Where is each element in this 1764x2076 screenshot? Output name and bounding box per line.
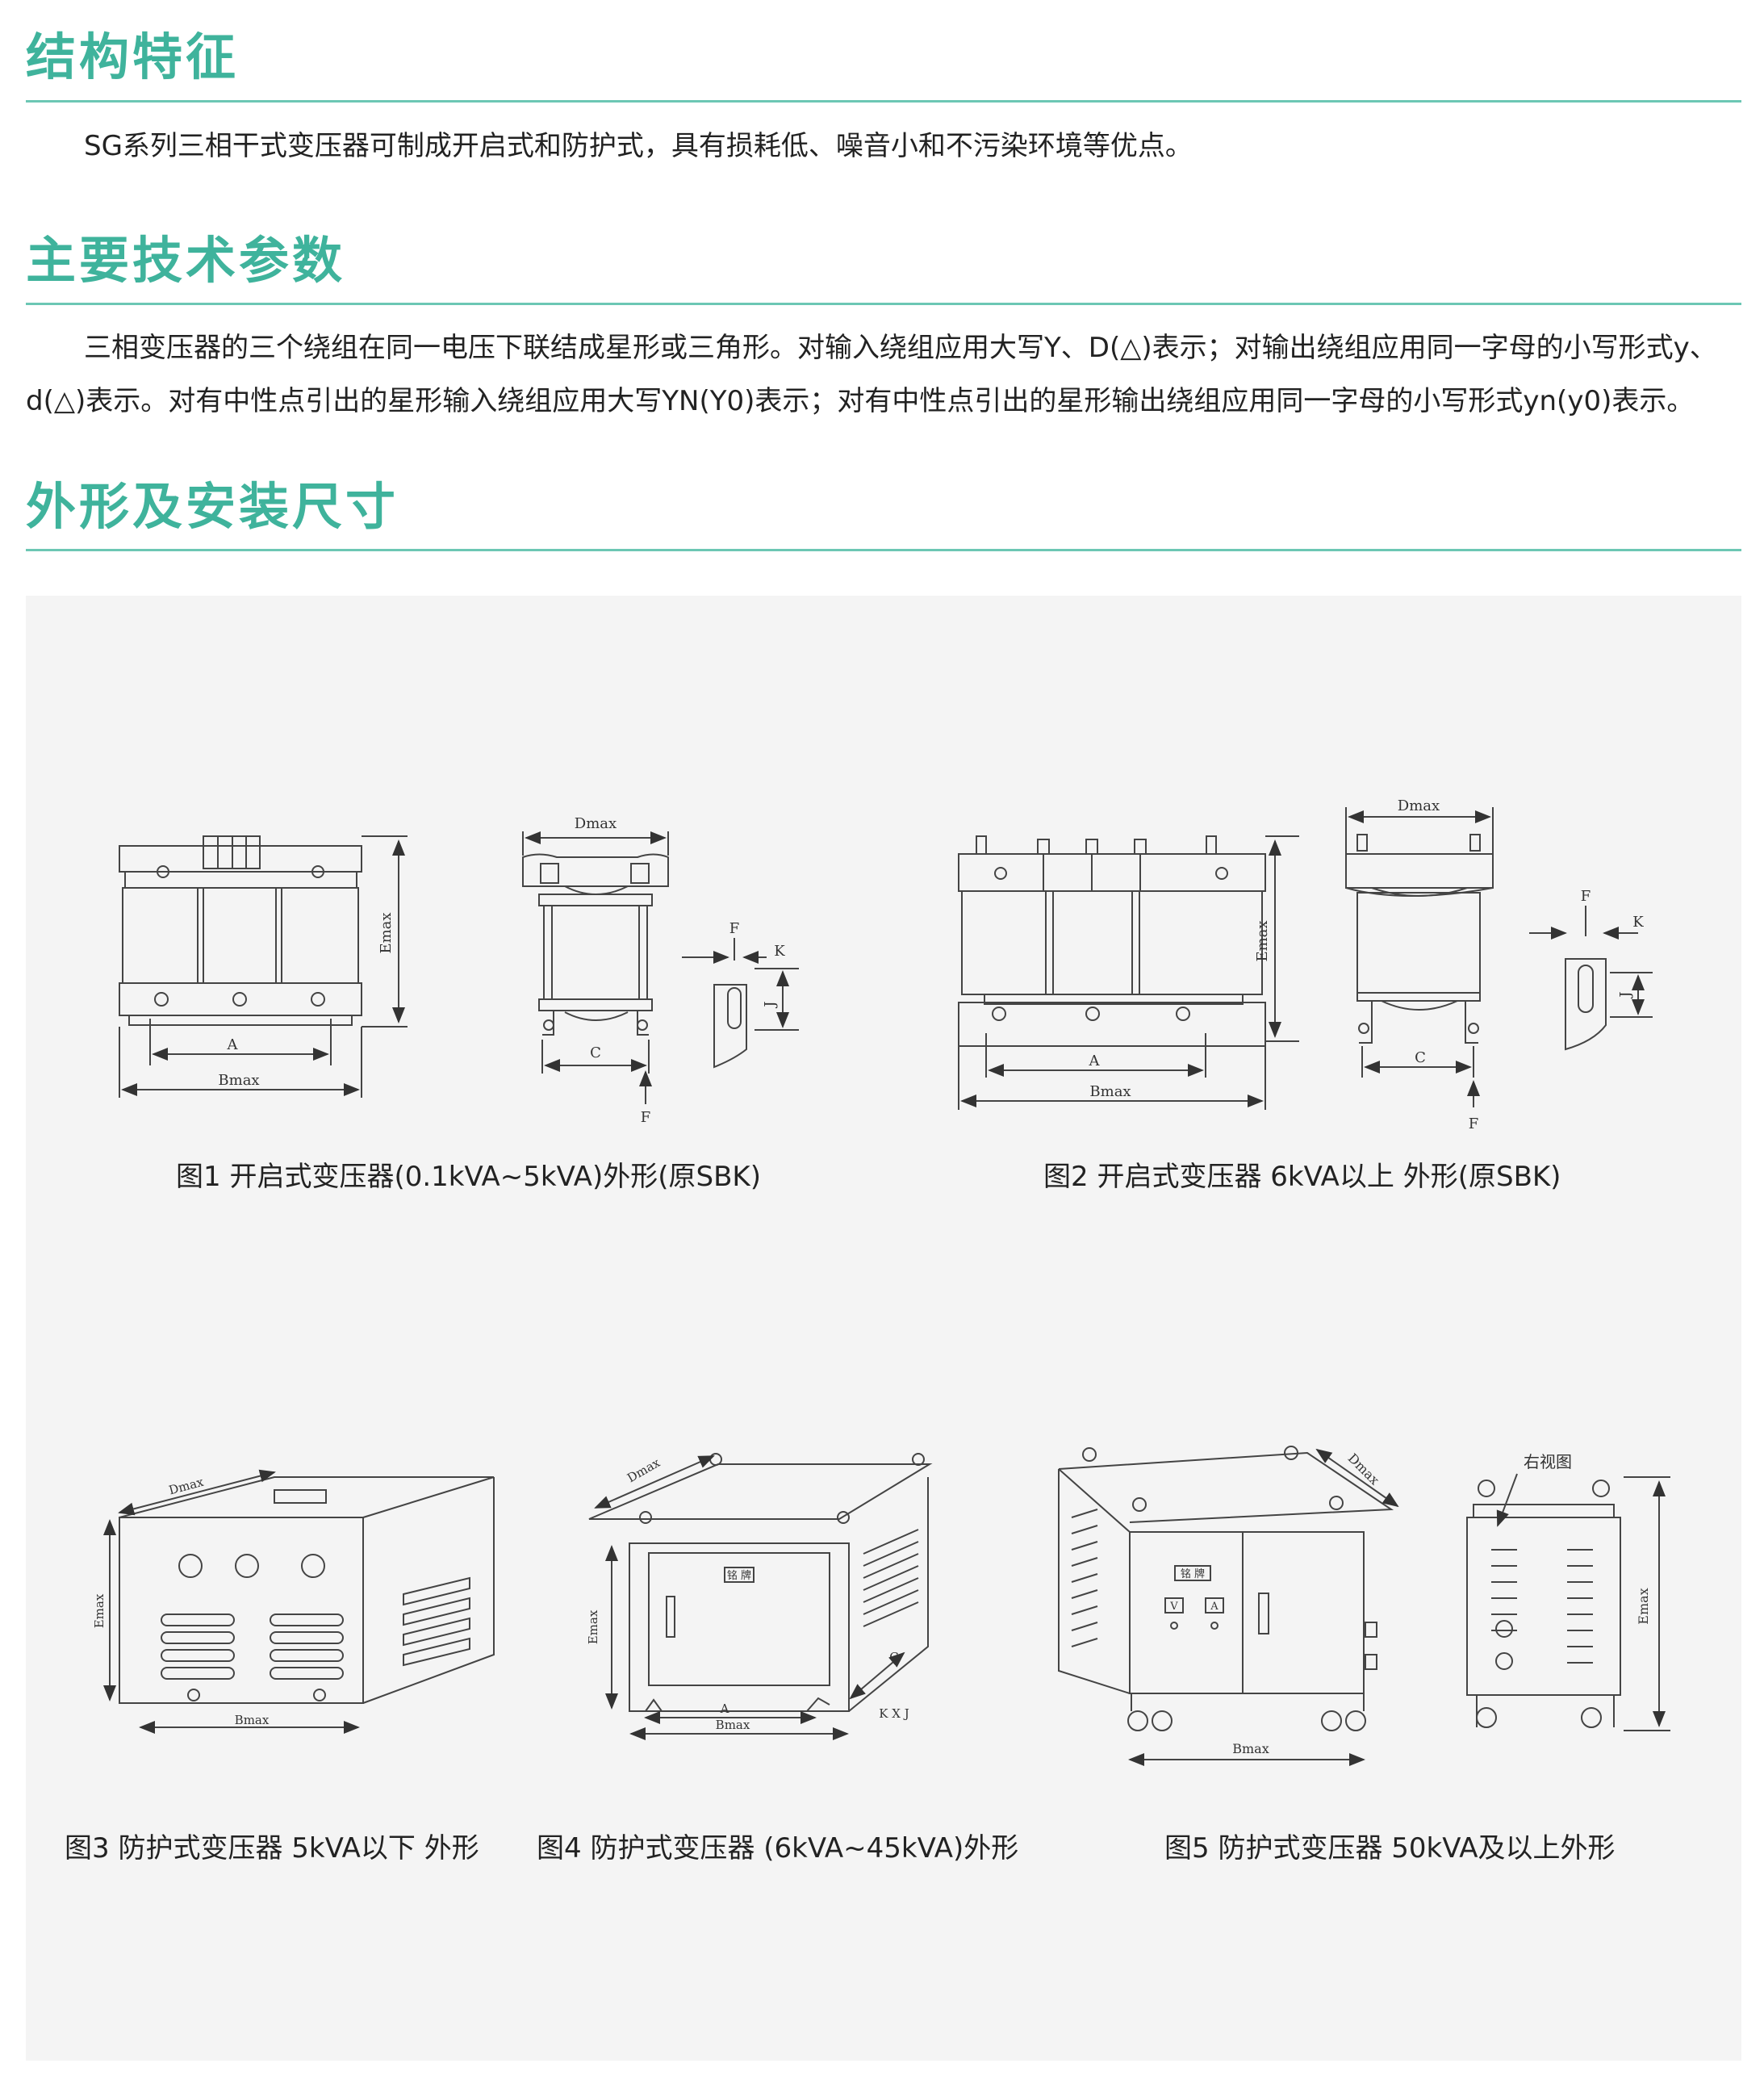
section-divider [26,303,1741,305]
fig1-label-emax: Emax [378,912,395,953]
fig5-right-view [1466,1480,1621,1728]
figure-caption-2: 图2 开启式变压器 6kVA以上 外形(原SBK) [1043,1161,1561,1193]
fig3-enclosure [119,1476,495,1704]
section-title-structure: 结构特征 [26,27,240,86]
figure-caption-3: 图3 防护式变压器 5kVA以下 外形 [65,1832,479,1865]
fig1-label-k: K [774,943,785,960]
fig2-label-c: C [1415,1049,1426,1066]
fig5-nameplate: 铭 牌 [1181,1567,1205,1580]
fig1-label-bmax: Bmax [218,1072,259,1089]
fig1-label-f-bottom: F [641,1109,651,1126]
fig2-side-view [1345,831,1494,1044]
fig2-label-bmax: Bmax [1089,1083,1131,1100]
figure-caption-1: 图1 开启式变压器(0.1kVA~5kVA)外形(原SBK) [176,1161,761,1193]
fig1-side-view [522,853,669,1036]
fig5-label-bmax: Bmax [1232,1741,1269,1756]
section-title-dimensions: 外形及安装尺寸 [26,477,399,536]
fig4-label-a: A [720,1701,729,1716]
fig1-slot-detail [713,984,747,1069]
fig4-enclosure [588,1453,933,1712]
section-divider [26,100,1741,103]
fig2-label-f: F [1581,888,1591,905]
fig2-label-k: K [1632,914,1644,931]
fig2-label-f-bottom: F [1469,1115,1479,1132]
fig4-nameplate: 铭 牌 [727,1569,751,1582]
fig1-label-dmax: Dmax [575,815,617,832]
section-title-parameters: 主要技术参数 [26,231,346,290]
structure-paragraph: SG系列三相干式变压器可制成开启式和防护式，具有损耗低、噪音小和不污染环境等优点… [84,130,1193,162]
fig1-label-j: J [762,1001,779,1008]
fig2-slot-detail [1565,958,1607,1051]
fig5-voltmeter: V [1169,1601,1178,1613]
fig5-right-view-label: 右视图 [1524,1452,1572,1471]
fig3-label-bmax: Bmax [235,1713,270,1727]
parameters-paragraph: 三相变压器的三个绕组在同一电压下联结成星形或三角形。对输入绕组应用大写Y、D(△… [26,332,1717,417]
fig3-label-dmax: Dmax [167,1475,205,1498]
fig4-label-emax: Emax [586,1609,600,1644]
fig1-label-a: A [227,1036,239,1053]
fig1-label-f: F [729,920,740,937]
section-divider [26,549,1741,551]
fig2-label-emax: Emax [1254,920,1271,961]
fig5-ammeter: A [1210,1601,1218,1613]
fig4-label-kxj: K X J [879,1706,909,1721]
figure-caption-4: 图4 防护式变压器 (6kVA~45kVA)外形 [537,1832,1019,1865]
fig1-front-view [119,835,362,1026]
fig4-label-bmax: Bmax [716,1718,750,1732]
fig2-label-j: J [1617,991,1634,998]
fig4-label-c: C [889,1650,898,1664]
figure-caption-5: 图5 防护式变压器 50kVA及以上外形 [1164,1832,1616,1865]
fig2-front-view [958,835,1266,1047]
fig2-label-a: A [1089,1053,1101,1069]
fig5-label-emax: Emax [1636,1588,1651,1624]
fig3-label-emax: Emax [92,1593,107,1628]
fig1-label-c: C [590,1044,601,1061]
drawings-panel [26,596,1741,2061]
fig5-enclosure [1058,1446,1394,1731]
fig2-label-dmax: Dmax [1398,797,1440,814]
